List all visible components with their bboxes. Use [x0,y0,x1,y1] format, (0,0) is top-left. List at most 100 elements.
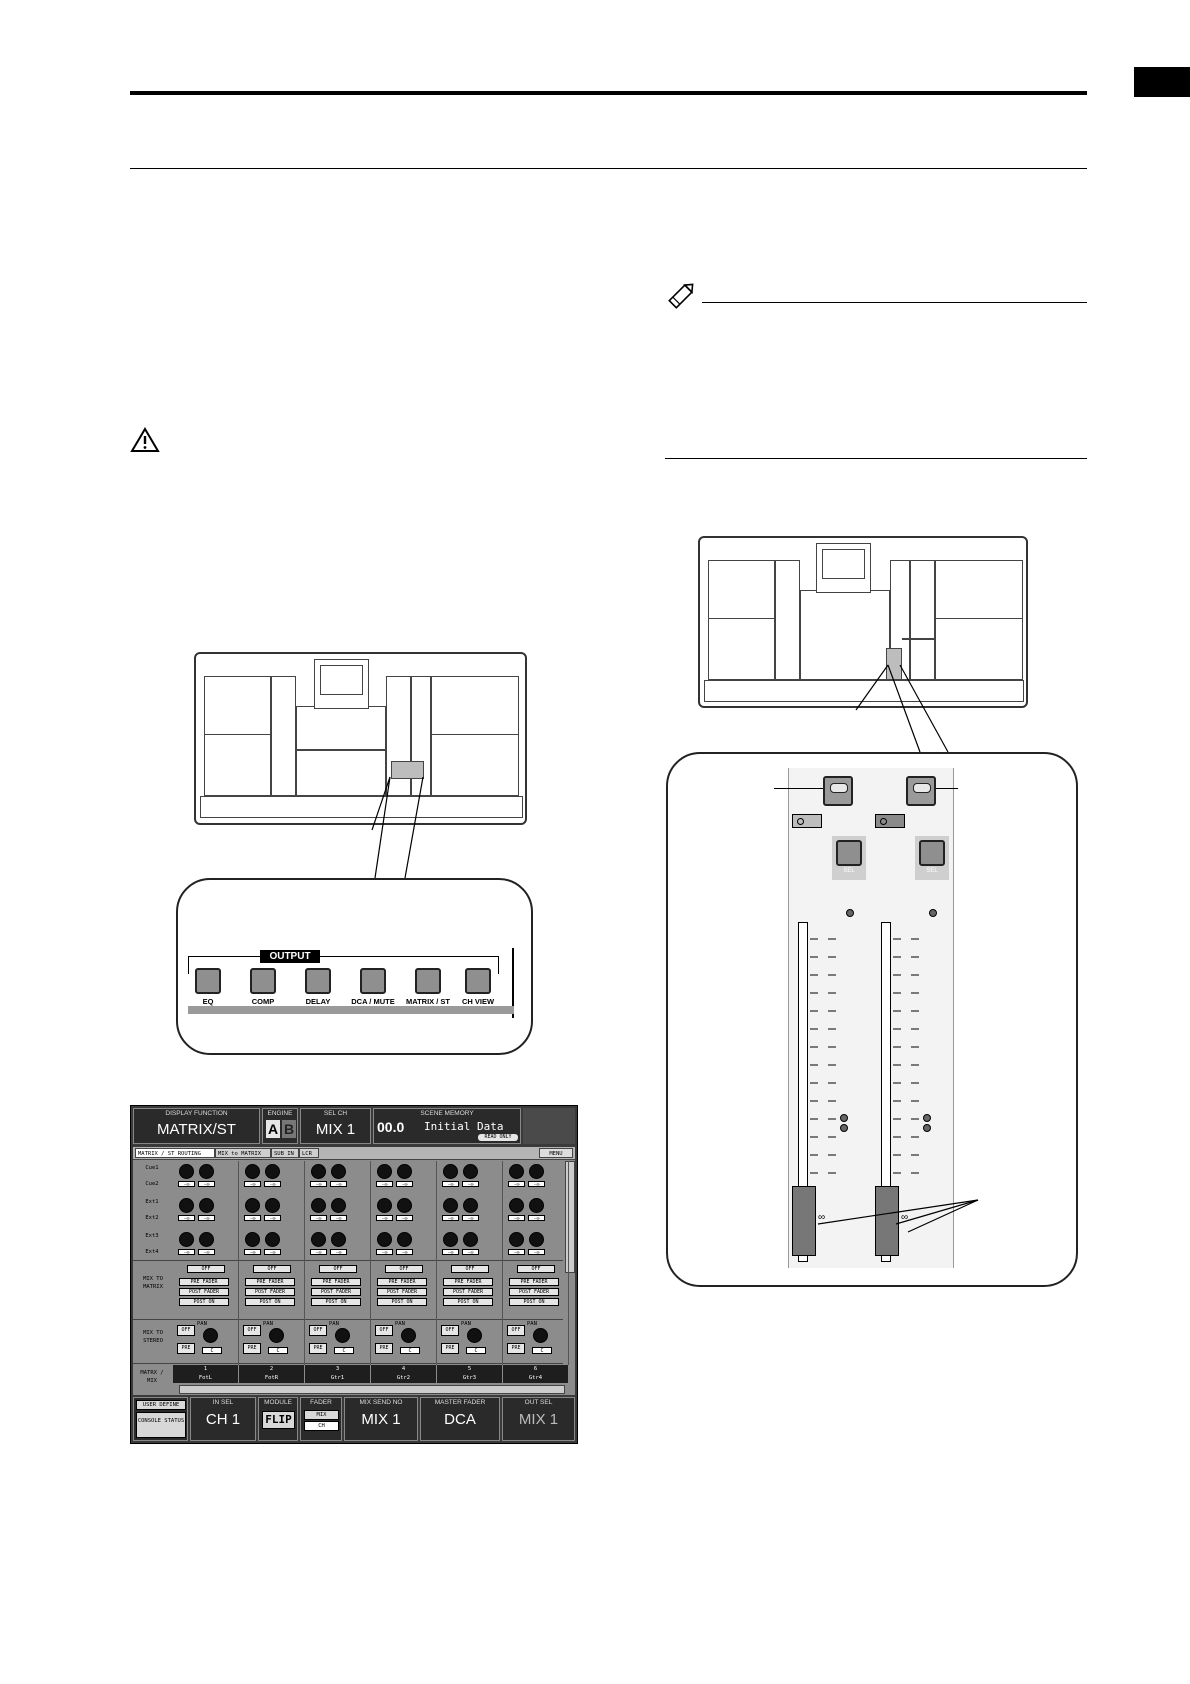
tab-mix-to-matrix[interactable]: MIX to MATRIX [215,1148,271,1158]
send-level-knob[interactable] [331,1232,346,1247]
send-level-knob[interactable] [245,1164,260,1179]
pan-knob[interactable] [269,1328,284,1343]
post-on-button[interactable]: POST ON [179,1298,229,1306]
stereo-off-button[interactable]: OFF [441,1325,459,1336]
flip-button[interactable]: FLIP [262,1411,295,1429]
send-level-knob[interactable] [199,1232,214,1247]
horizontal-scrollbar[interactable] [179,1385,565,1394]
send-level-knob[interactable] [377,1198,392,1213]
tab-matrix-st-routing[interactable]: MATRIX / ST ROUTING [135,1148,215,1158]
stereo-off-button[interactable]: OFF [375,1325,393,1336]
strip1-fader-cap[interactable] [792,1186,816,1256]
stereo-pre-button[interactable]: PRE [243,1343,261,1354]
fader-ch-button[interactable]: CH [304,1421,339,1431]
dca-mute-key[interactable] [360,968,386,994]
post-on-button[interactable]: POST ON [509,1298,559,1306]
post-on-button[interactable]: POST ON [311,1298,361,1306]
send-level-knob[interactable] [397,1232,412,1247]
matrix-off-button[interactable]: OFF [319,1265,357,1273]
strip2-sel-key[interactable] [919,840,945,866]
pan-knob[interactable] [401,1328,416,1343]
pan-knob[interactable] [467,1328,482,1343]
send-level-knob[interactable] [463,1198,478,1213]
post-fader-button[interactable]: POST FADER [311,1288,361,1296]
send-level-knob[interactable] [179,1198,194,1213]
comp-key[interactable] [250,968,276,994]
send-level-knob[interactable] [199,1198,214,1213]
post-on-button[interactable]: POST ON [377,1298,427,1306]
send-level-knob[interactable] [311,1164,326,1179]
ch-view-key[interactable] [465,968,491,994]
send-level-knob[interactable] [311,1198,326,1213]
stereo-pre-button[interactable]: PRE [375,1343,393,1354]
strip1-sel-key[interactable] [836,840,862,866]
matrix-off-button[interactable]: OFF [187,1265,225,1273]
send-level-knob[interactable] [245,1232,260,1247]
pan-knob[interactable] [335,1328,350,1343]
send-level-knob[interactable] [377,1232,392,1247]
send-level-knob[interactable] [199,1164,214,1179]
tab-lcr[interactable]: LCR [299,1148,319,1158]
matrix-off-button[interactable]: OFF [253,1265,291,1273]
send-level-knob[interactable] [529,1164,544,1179]
send-level-knob[interactable] [509,1232,524,1247]
menu-button[interactable]: MENU [539,1148,573,1158]
stereo-pre-button[interactable]: PRE [177,1343,195,1354]
send-level-knob[interactable] [331,1198,346,1213]
user-define-button[interactable]: USER DEFINE [136,1400,186,1410]
send-level-knob[interactable] [397,1198,412,1213]
matrix-off-button[interactable]: OFF [517,1265,555,1273]
send-level-knob[interactable] [443,1198,458,1213]
stereo-off-button[interactable]: OFF [177,1325,195,1336]
send-level-knob[interactable] [265,1232,280,1247]
send-level-knob[interactable] [265,1198,280,1213]
send-level-knob[interactable] [463,1164,478,1179]
pre-fader-button[interactable]: PRE FADER [509,1278,559,1286]
send-level-knob[interactable] [311,1232,326,1247]
send-level-knob[interactable] [377,1164,392,1179]
send-level-knob[interactable] [509,1164,524,1179]
pre-fader-button[interactable]: PRE FADER [245,1278,295,1286]
stereo-pre-button[interactable]: PRE [507,1343,525,1354]
post-on-button[interactable]: POST ON [443,1298,493,1306]
post-fader-button[interactable]: POST FADER [509,1288,559,1296]
send-level-knob[interactable] [443,1164,458,1179]
vertical-scrollbar[interactable] [565,1161,575,1273]
send-level-knob[interactable] [331,1164,346,1179]
send-level-knob[interactable] [265,1164,280,1179]
eq-key[interactable] [195,968,221,994]
post-fader-button[interactable]: POST FADER [377,1288,427,1296]
pre-fader-button[interactable]: PRE FADER [443,1278,493,1286]
send-level-knob[interactable] [179,1232,194,1247]
send-level-knob[interactable] [463,1232,478,1247]
delay-key[interactable] [305,968,331,994]
matrix-off-button[interactable]: OFF [451,1265,489,1273]
post-fader-button[interactable]: POST FADER [443,1288,493,1296]
pre-fader-button[interactable]: PRE FADER [311,1278,361,1286]
send-level-knob[interactable] [529,1198,544,1213]
pre-fader-button[interactable]: PRE FADER [179,1278,229,1286]
send-level-knob[interactable] [443,1232,458,1247]
post-on-button[interactable]: POST ON [245,1298,295,1306]
send-level-knob[interactable] [529,1232,544,1247]
send-level-knob[interactable] [245,1198,260,1213]
tab-sub-in[interactable]: SUB IN [271,1148,299,1158]
pan-knob[interactable] [533,1328,548,1343]
console-status-button[interactable]: CONSOLE STATUS [136,1412,186,1438]
stereo-off-button[interactable]: OFF [309,1325,327,1336]
send-level-knob[interactable] [509,1198,524,1213]
send-level-knob[interactable] [397,1164,412,1179]
send-level-knob[interactable] [179,1164,194,1179]
matrix-st-key[interactable] [415,968,441,994]
fader-mix-button[interactable]: MIX [304,1410,339,1420]
stereo-pre-button[interactable]: PRE [441,1343,459,1354]
stereo-off-button[interactable]: OFF [243,1325,261,1336]
post-fader-button[interactable]: POST FADER [245,1288,295,1296]
pre-fader-button[interactable]: PRE FADER [377,1278,427,1286]
matrix-off-button[interactable]: OFF [385,1265,423,1273]
engine-a[interactable]: A [266,1120,280,1138]
engine-b[interactable]: B [282,1120,296,1138]
post-fader-button[interactable]: POST FADER [179,1288,229,1296]
stereo-off-button[interactable]: OFF [507,1325,525,1336]
stereo-pre-button[interactable]: PRE [309,1343,327,1354]
